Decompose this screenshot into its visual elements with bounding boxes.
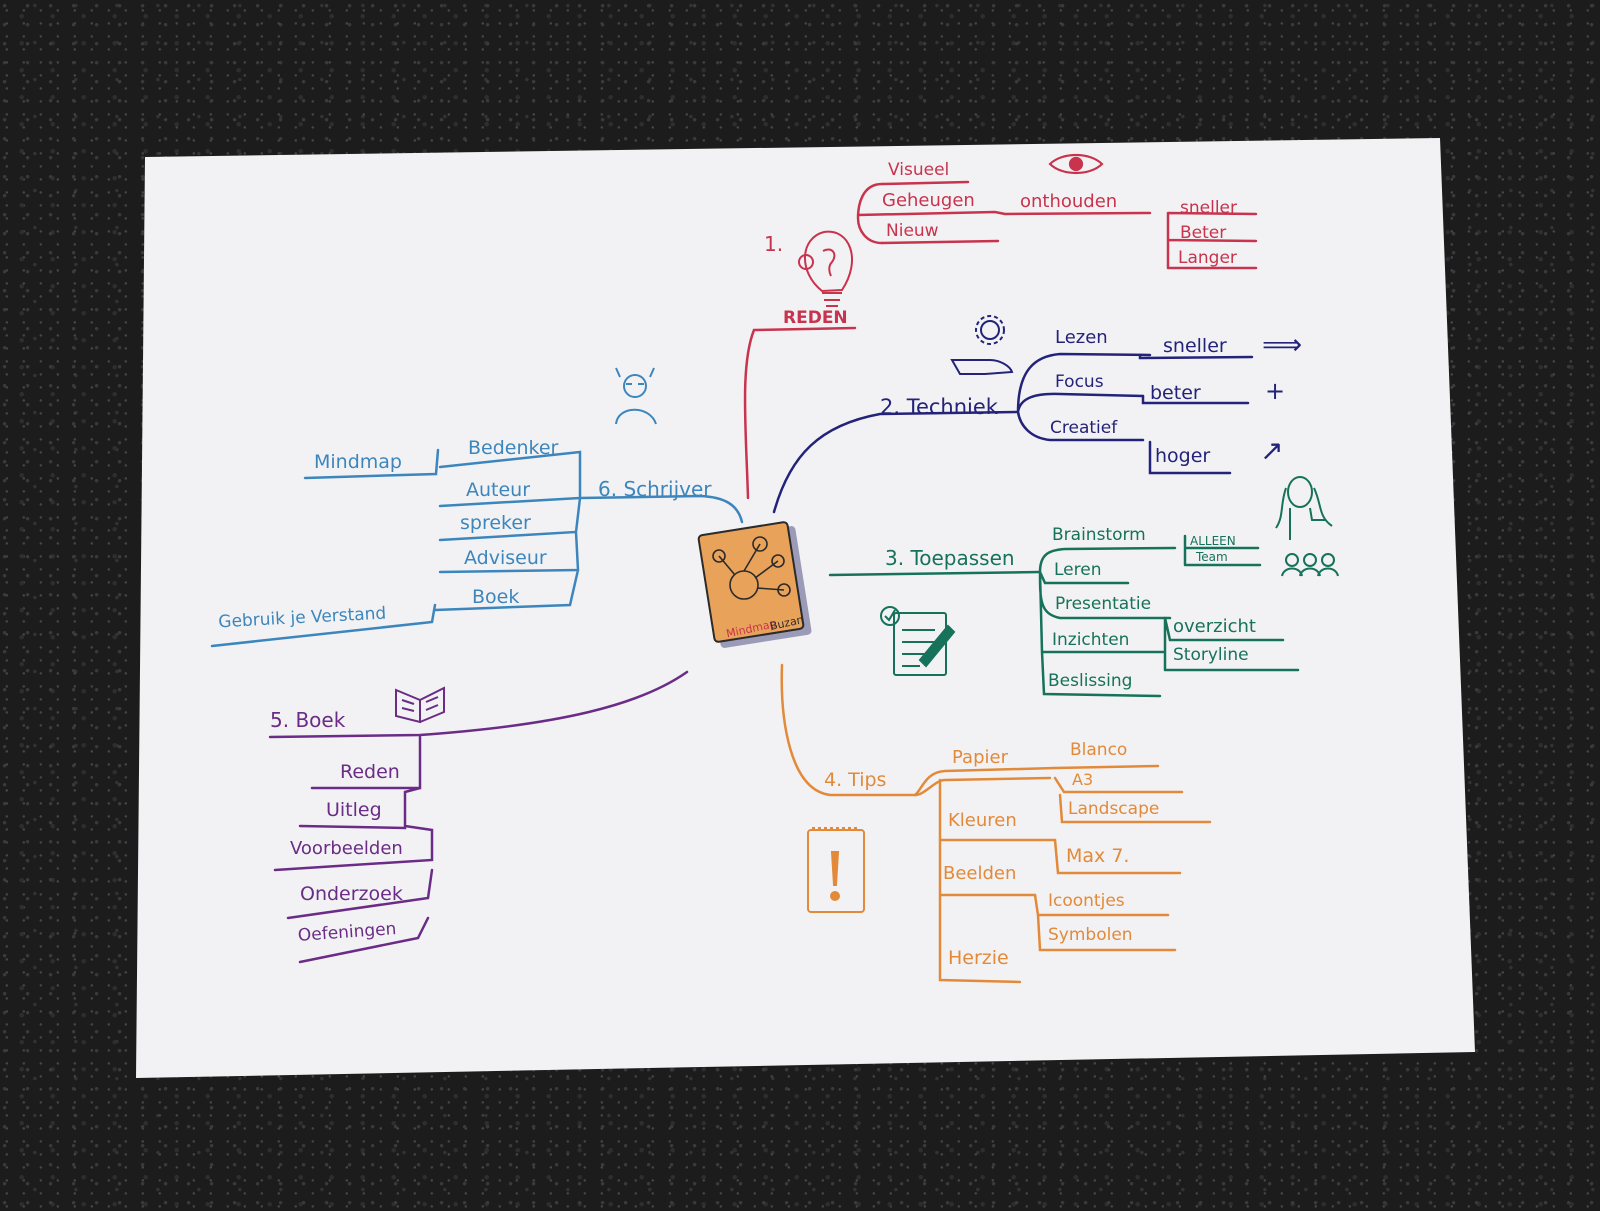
reden-sub-sneller: sneller — [1180, 198, 1237, 218]
reden-number: 1. — [764, 232, 783, 256]
schrijver-boek-sub — [210, 603, 437, 648]
tips-beelden-sub — [1033, 893, 1177, 952]
boek-title: 5. Boek — [270, 708, 346, 732]
toepassen-title: 3. Toepassen — [885, 546, 1015, 570]
schrijver-item-spreker: spreker — [460, 512, 531, 534]
techniek-main-line — [772, 410, 1020, 514]
reden-onthouden: onthouden — [1020, 191, 1117, 212]
notepad-exclamation-icon — [807, 827, 865, 913]
reden-item-nieuw: Nieuw — [886, 221, 939, 241]
reden-sub-beter: Beter — [1180, 223, 1226, 243]
reden-line-visueel — [880, 180, 970, 186]
toepassen-sub-overzicht: overzicht — [1173, 616, 1256, 637]
reden-bracket — [856, 182, 884, 245]
tips-sub-symbolen: Symbolen — [1048, 925, 1133, 945]
tips-papier-sub — [1053, 764, 1212, 824]
branch-toepassen — [828, 534, 1300, 698]
boek-item-onderzoek: Onderzoek — [300, 883, 403, 905]
toepassen-bracket — [1038, 546, 1177, 698]
boek-item-reden: Reden — [340, 761, 400, 783]
reden-item-visueel: Visueel — [888, 160, 949, 180]
techniek-result-sneller: sneller — [1163, 335, 1227, 357]
reden-line-nieuw — [880, 239, 1000, 245]
schrijver-bracket — [433, 450, 582, 612]
reden-item-geheugen: Geheugen — [882, 190, 975, 211]
reden-main-line — [743, 326, 857, 500]
schrijver-sub-mindmap: Mindmap — [314, 451, 402, 473]
schrijver-item-boek: Boek — [472, 586, 519, 608]
tips-item-papier: Papier — [952, 747, 1009, 768]
toepassen-main-line — [828, 570, 1042, 577]
tips-item-beelden: Beelden — [943, 863, 1016, 884]
techniek-bracket — [1016, 352, 1152, 442]
techniek-line-hoger — [1148, 440, 1232, 475]
checklist-icon — [880, 606, 956, 676]
toepassen-sub-alleen: ALLEEN — [1190, 534, 1236, 548]
brain-gear-icon — [950, 315, 1014, 375]
boek-main-line — [268, 670, 689, 739]
tips-sub-max7: Max 7. — [1066, 845, 1129, 867]
tips-sub-blanco: Blanco — [1070, 740, 1127, 760]
schrijver-item-bedenker: Bedenker — [468, 437, 559, 459]
reden-title: REDEN — [783, 308, 848, 328]
reden-sub-langer: Langer — [1178, 248, 1237, 268]
techniek-symbol-up: ↗ — [1260, 434, 1283, 467]
tips-item-herzie: Herzie — [948, 947, 1009, 969]
person-icon — [615, 367, 657, 425]
tips-bracket — [913, 766, 1057, 984]
toepassen-item-presentatie: Presentatie — [1055, 594, 1151, 614]
tips-sub-a3: A3 — [1072, 770, 1093, 789]
boek-item-voorbeelden: Voorbeelden — [290, 838, 403, 859]
reden-sub-bracket — [1166, 211, 1258, 270]
toepassen-sub-team: Team — [1195, 550, 1228, 564]
schrijver-main-line — [578, 494, 744, 524]
toepassen-brainstorm-sub — [1183, 534, 1262, 567]
woman-icon — [1275, 476, 1333, 540]
toepassen-item-leren: Leren — [1054, 560, 1101, 580]
boek-bracket — [273, 735, 434, 964]
techniek-item-creatief: Creatief — [1050, 418, 1118, 438]
open-book-icon — [395, 686, 445, 724]
people-icon — [1281, 553, 1339, 577]
center-node: Mindmap Buzan — [697, 521, 812, 648]
toepassen-item-beslissing: Beslissing — [1048, 671, 1132, 691]
center-doodle — [712, 536, 791, 600]
boek-item-uitleg: Uitleg — [326, 799, 382, 821]
tips-title: 4. Tips — [824, 769, 886, 791]
lightbulb-icon — [798, 230, 853, 307]
center-book — [697, 521, 805, 643]
techniek-symbol-plus: + — [1265, 377, 1285, 405]
eye-icon — [1048, 153, 1104, 175]
techniek-item-lezen: Lezen — [1055, 327, 1108, 348]
toepassen-item-brainstorm: Brainstorm — [1052, 525, 1146, 545]
reden-line-geheugen — [856, 210, 1152, 217]
techniek-line-sneller — [1138, 353, 1254, 360]
schrijver-mindmap-sub — [303, 448, 440, 480]
tips-main-line — [780, 663, 917, 797]
branch-tips — [780, 663, 1212, 984]
schrijver-item-auteur: Auteur — [466, 479, 530, 501]
toepassen-sub-storyline: Storyline — [1173, 645, 1249, 665]
techniek-title: 2. Techniek — [880, 395, 999, 419]
techniek-item-focus: Focus — [1055, 372, 1104, 392]
branch-schrijver — [210, 448, 744, 648]
tips-sub-icoontjes: Icoontjes — [1048, 891, 1125, 911]
branch-techniek — [772, 352, 1254, 514]
tips-item-kleuren: Kleuren — [948, 810, 1017, 831]
techniek-symbol-arrow: ⟹ — [1262, 328, 1302, 361]
toepassen-presentatie-sub — [1163, 616, 1300, 672]
schrijver-title: 6. Schrijver — [598, 477, 712, 501]
schrijver-item-adviseur: Adviseur — [464, 547, 547, 569]
techniek-result-beter: beter — [1150, 382, 1201, 404]
techniek-line-beter — [1141, 394, 1250, 405]
toepassen-item-inzichten: Inzichten — [1052, 630, 1129, 650]
tips-kleuren-sub — [1053, 838, 1182, 875]
branch-boek — [268, 670, 689, 964]
tips-sub-landscape: Landscape — [1068, 799, 1159, 819]
techniek-result-hoger: hoger — [1155, 445, 1210, 467]
branch-reden — [743, 180, 1258, 500]
